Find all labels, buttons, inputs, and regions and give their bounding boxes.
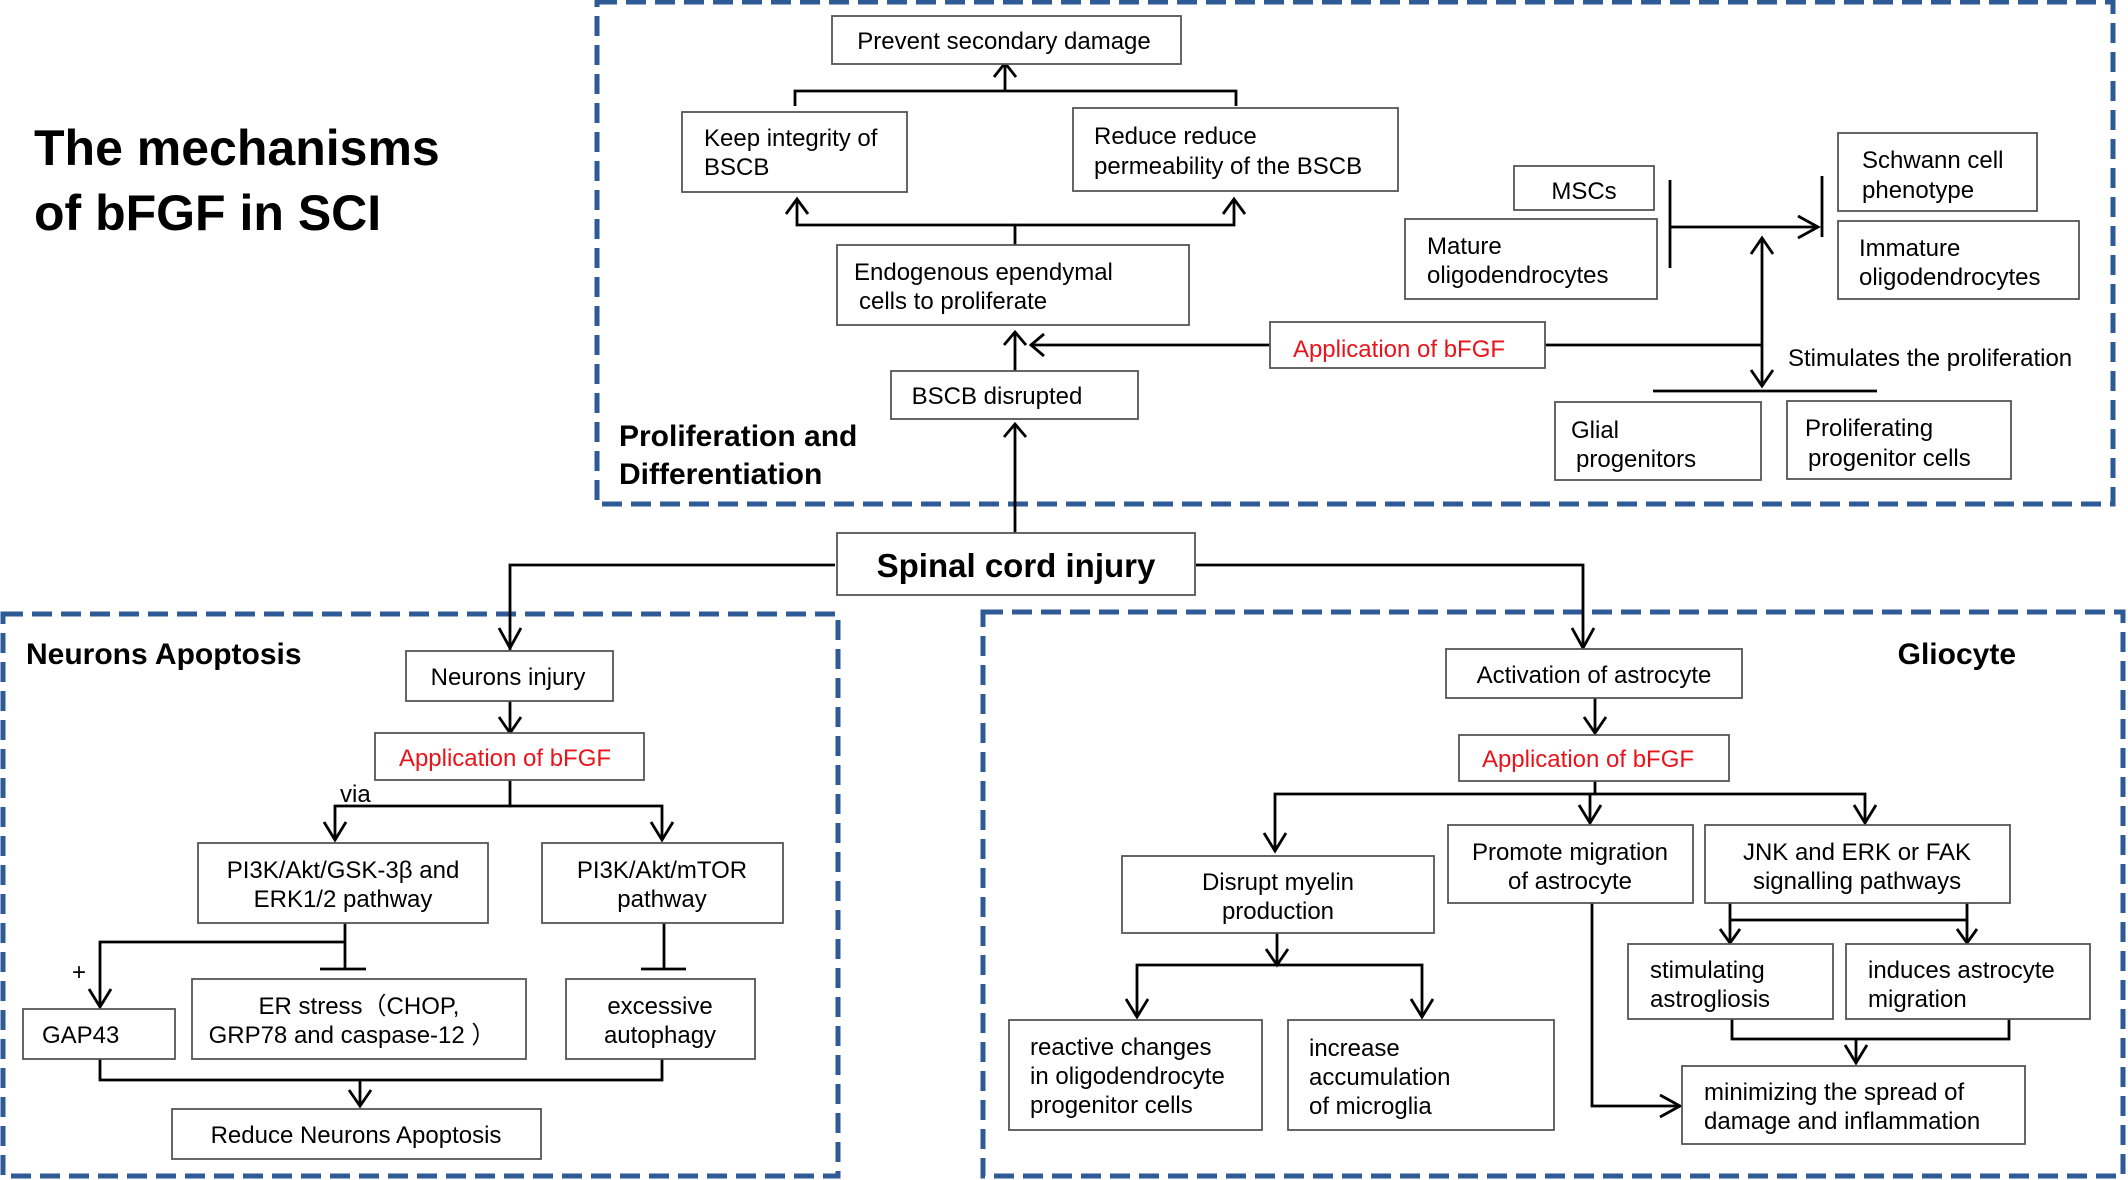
node-application-glio-label: Application of bFGF [1482,746,1694,773]
node-increase-line3: of microglia [1309,1093,1432,1120]
node-er-stress-line1: ER stress（CHOP, [259,993,460,1020]
node-keep-integrity-line1: Keep integrity of [704,125,878,152]
node-jnk-erk-fak: JNK and ERK or FAK signalling pathways [1704,824,2011,904]
node-minimizing-damage: minimizing the spread of damage and infl… [1681,1065,2026,1145]
node-stimulating-astrogliosis: stimulating astrogliosis [1627,943,1834,1020]
node-activation-label: Activation of astrocyte [1477,662,1712,689]
panel-proliferation [594,0,2116,507]
node-pi3k-mtor: PI3K/Akt/mTOR pathway [541,842,784,924]
node-application-bfgf-glio: Application of bFGF [1458,734,1730,782]
node-autophagy-line2: autophagy [604,1022,716,1049]
node-jnk-line1: JNK and ERK or FAK [1743,839,1971,866]
node-reactive-line1: reactive changes [1030,1034,1211,1061]
node-bscb-disrupted: BSCB disrupted [890,370,1139,420]
node-disrupt-line2: production [1222,898,1334,925]
diagram-title-line2: of bFGF in SCI [34,185,381,241]
node-stimulating-line2: astrogliosis [1650,986,1770,1013]
node-induces-line1: induces astrocyte [1868,957,2055,984]
node-ependymal-cells: Endogenous ependymal cells to proliferat… [836,244,1190,326]
node-keep-integrity-line2: BSCB [704,154,769,181]
node-glial-line2: progenitors [1576,446,1696,473]
node-reduce-permeability: Reduce reduce permeability of the BSCB [1072,107,1399,192]
node-reactive-changes: reactive changes in oligodendrocyte prog… [1008,1019,1263,1131]
node-proliferating-progenitor: Proliferating progenitor cells [1786,400,2012,480]
node-increase-line1: increase [1309,1035,1400,1062]
node-pi3k-gsk-line2: ERK1/2 pathway [254,886,433,913]
node-application-bfgf-neurons: Application of bFGF [374,732,645,781]
panel-gliocyte [980,609,2126,1179]
node-jnk-line2: signalling pathways [1753,868,1961,895]
node-stimulating-line1: stimulating [1650,957,1765,984]
node-mature-line1: Mature [1427,233,1502,260]
label-via: via [340,781,371,808]
heading-proliferation-line2: Differentiation [619,458,822,491]
heading-neurons: Neurons Apoptosis [26,638,302,671]
node-reduce-neurons-apoptosis: Reduce Neurons Apoptosis [171,1108,542,1160]
node-reactive-line2: in oligodendrocyte [1030,1063,1225,1090]
node-proliferating-line1: Proliferating [1805,415,1933,442]
node-immature-line1: Immature [1859,235,1960,262]
node-application-neurons-label: Application of bFGF [399,745,611,772]
node-reduce-permeability-line1: Reduce reduce [1094,123,1257,150]
node-glial-progenitors: Glial progenitors [1554,401,1762,481]
node-application-top-label: Application of bFGF [1293,336,1505,363]
node-mscs-label: MSCs [1551,178,1616,205]
node-pi3k-mtor-line2: pathway [617,886,706,913]
node-er-stress: ER stress（CHOP, GRP78 and caspase-12 ） [191,978,527,1060]
heading-gliocyte: Gliocyte [1898,638,2016,671]
node-reactive-line3: progenitor cells [1030,1092,1193,1119]
node-glial-line1: Glial [1571,417,1619,444]
panel-neurons [0,611,841,1179]
node-schwann-cell: Schwann cell phenotype [1837,132,2038,212]
node-ependymal-line2: cells to proliferate [859,288,1047,315]
node-gap43: GAP43 [22,1008,176,1060]
node-spinal-cord-injury-label: Spinal cord injury [877,547,1156,584]
node-prevent-label: Prevent secondary damage [857,28,1151,55]
node-spinal-cord-injury: Spinal cord injury [836,532,1196,596]
node-schwann-line1: Schwann cell [1862,147,2003,174]
node-proliferating-line2: progenitor cells [1808,445,1971,472]
node-immature-line2: oligodendrocytes [1859,264,2040,291]
diagram-title-line1: The mechanisms [34,120,440,176]
node-disrupt-line1: Disrupt myelin [1202,869,1354,896]
node-mature-line2: oligodendrocytes [1427,262,1608,289]
label-stimulates-proliferation: Stimulates the proliferation [1788,345,2072,372]
node-reduce-apoptosis-label: Reduce Neurons Apoptosis [211,1122,502,1149]
node-autophagy-line1: excessive [607,993,712,1020]
node-minimizing-line1: minimizing the spread of [1704,1079,1964,1106]
node-neurons-injury-label: Neurons injury [431,664,586,691]
node-mature-oligodendrocytes: Mature oligodendrocytes [1404,218,1658,300]
node-pi3k-mtor-line1: PI3K/Akt/mTOR [577,857,747,884]
node-pi3k-gsk-line1: PI3K/Akt/GSK-3β and [227,857,460,884]
node-minimizing-line2: damage and inflammation [1704,1108,1980,1135]
connectors [87,60,2011,1119]
node-reduce-permeability-line2: permeability of the BSCB [1094,153,1362,180]
node-increase-line2: accumulation [1309,1064,1450,1091]
node-schwann-line2: phenotype [1862,177,1974,204]
node-pi3k-gsk-erk: PI3K/Akt/GSK-3β and ERK1/2 pathway [197,842,489,924]
node-increase-microglia: increase accumulation of microglia [1287,1019,1555,1131]
label-plus: + [72,959,86,986]
node-er-stress-line2: GRP78 and caspase-12 ） [209,1022,496,1049]
node-promote-line1: Promote migration [1472,839,1668,866]
node-mscs: MSCs [1513,165,1655,211]
heading-proliferation-line1: Proliferation and [619,420,857,453]
node-bscb-disrupted-label: BSCB disrupted [912,383,1083,410]
node-application-bfgf-top: Application of bFGF [1269,321,1546,369]
node-excessive-autophagy: excessive autophagy [565,978,756,1060]
node-activation-astrocyte: Activation of astrocyte [1445,648,1743,699]
node-induces-line2: migration [1868,986,1967,1013]
node-immature-oligodendrocytes: Immature oligodendrocytes [1837,220,2080,300]
node-neurons-injury: Neurons injury [405,650,614,702]
node-promote-line2: of astrocyte [1508,868,1632,895]
node-gap43-label: GAP43 [42,1022,119,1049]
node-prevent-secondary-damage: Prevent secondary damage [831,15,1182,65]
node-promote-migration: Promote migration of astrocyte [1447,824,1694,904]
node-keep-integrity: Keep integrity of BSCB [681,111,908,193]
node-induces-migration: induces astrocyte migration [1845,943,2091,1020]
node-disrupt-myelin: Disrupt myelin production [1121,855,1435,934]
node-ependymal-line1: Endogenous ependymal [854,259,1113,286]
